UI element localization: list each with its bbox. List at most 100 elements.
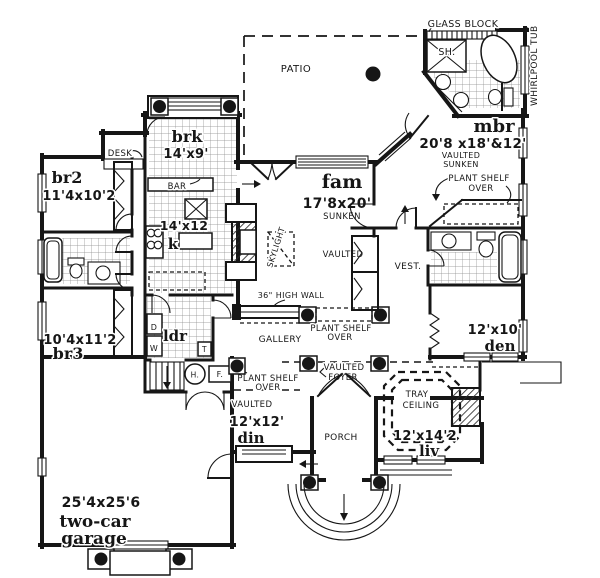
plant-shelf-dashed — [315, 307, 373, 322]
door-arc — [115, 235, 133, 253]
washer — [146, 335, 163, 357]
door-arc — [115, 213, 133, 231]
door-arc — [404, 112, 411, 139]
liv-dims: 12'x14'2 — [393, 429, 457, 444]
kitchen-name: k — [168, 235, 179, 253]
column — [373, 476, 386, 489]
ldr-name: ldr — [163, 327, 188, 345]
bedroom-3: 10'4x11'2 br3 — [42, 273, 133, 365]
glass-block-ticks — [431, 31, 493, 39]
door-leaf — [408, 114, 430, 140]
living-room: TRAY CEILING 12'x14'2 liv — [380, 370, 481, 476]
foyer: VAULTED FOYER — [228, 355, 438, 398]
garage-name: two-car — [59, 512, 131, 532]
bedroom-2: br2 11'4x10'2 — [41, 161, 133, 231]
washer-label: W — [150, 344, 158, 353]
half-wall-post — [232, 304, 241, 320]
sink — [434, 73, 452, 91]
toilet — [487, 88, 503, 106]
tray-label: CEILING — [403, 401, 440, 411]
plant-shelf-dashed — [443, 203, 519, 225]
closet — [113, 289, 133, 357]
accordion-door — [429, 312, 440, 350]
closet-bifold — [353, 241, 363, 301]
dryer-label: D — [151, 323, 158, 332]
column — [303, 476, 316, 489]
tank — [197, 341, 212, 357]
wall — [99, 129, 149, 161]
skylight-diagonal — [267, 231, 295, 267]
kitchen: 14'x12 k — [145, 198, 213, 291]
br2-name: br2 — [52, 168, 83, 187]
leader — [428, 22, 445, 33]
tray-ceiling-inner — [390, 378, 454, 444]
window — [383, 455, 413, 465]
toilet-tank — [503, 87, 514, 107]
leader — [128, 150, 143, 158]
glass-block-label: GLASS BLOCK — [428, 19, 499, 30]
toilet — [69, 263, 83, 279]
door — [185, 391, 206, 411]
porch-walls — [310, 396, 378, 484]
window — [37, 301, 47, 341]
door — [146, 116, 166, 136]
dryer — [146, 313, 163, 335]
arrowhead — [340, 513, 348, 521]
plant-shelf-label: PLANT SHELF — [310, 324, 371, 334]
walls — [38, 26, 529, 549]
window — [37, 457, 47, 477]
leader — [273, 299, 286, 307]
shower-x — [426, 39, 467, 73]
window — [295, 155, 369, 169]
patio-door-arcs — [267, 161, 277, 180]
window — [491, 352, 519, 362]
kitchen-dims: 14'x12 — [160, 218, 208, 233]
sink — [95, 265, 111, 281]
leader — [189, 178, 201, 185]
tub-inner — [501, 234, 519, 280]
ensuite-bath: GLASS BLOCK SH. WHIRLPOOL TUB — [425, 18, 542, 113]
window — [518, 127, 528, 159]
den-dims: 12'x10' — [468, 323, 523, 338]
fam-sunken: SUNKEN — [323, 212, 361, 222]
column — [223, 100, 236, 113]
sink — [441, 233, 457, 249]
plant-shelf-label: OVER — [327, 333, 352, 343]
firebox — [239, 229, 257, 255]
desk-label: DESK — [108, 149, 133, 159]
arrowhead — [401, 205, 409, 212]
vest-label: VEST. — [395, 262, 422, 272]
din-dims: 12'x12' — [230, 415, 285, 430]
breakfast-room: DESK brk 14'x9' BAR — [103, 116, 214, 194]
patio-column — [365, 66, 381, 82]
brk-name: brk — [172, 127, 204, 146]
gallery-vestibule: GALLERY VEST. — [240, 203, 445, 347]
window-diagonal — [378, 131, 412, 162]
din-vaulted: VAULTED — [232, 400, 273, 410]
tub-inner — [46, 240, 60, 280]
tray-label: TRAY — [405, 390, 429, 400]
heater-label: H. — [191, 371, 200, 380]
window — [520, 45, 530, 95]
mbr-sunken: SUNKEN — [443, 160, 479, 169]
deck-outline — [482, 361, 562, 384]
column — [94, 552, 108, 566]
mbr-name: mbr — [473, 116, 515, 137]
closet-bifold — [113, 297, 125, 349]
plant-shelf-label: PLANT SHELF — [448, 174, 509, 184]
den: 12'x10' den — [429, 312, 562, 384]
stair-treads — [155, 362, 181, 390]
dining-room: PLANT SHELF OVER VAULTED 12'x12' din — [228, 363, 318, 468]
column — [302, 357, 315, 370]
fam-dims: 17'8x20' — [303, 196, 372, 212]
steps-arc — [287, 483, 401, 541]
whirlpool-label: WHIRLPOOL TUB — [530, 25, 540, 106]
family-room: SKYLIGHT fam 17'8x20' SUNKEN VAULTED 36"… — [225, 160, 390, 345]
garage: 25'4x25'6 two-car garage — [58, 453, 233, 576]
corner-sink-x — [184, 198, 208, 220]
counter-overhang — [148, 271, 206, 291]
door — [349, 203, 375, 229]
corner-fireplace — [451, 387, 481, 427]
br3-name: br3 — [53, 344, 84, 363]
